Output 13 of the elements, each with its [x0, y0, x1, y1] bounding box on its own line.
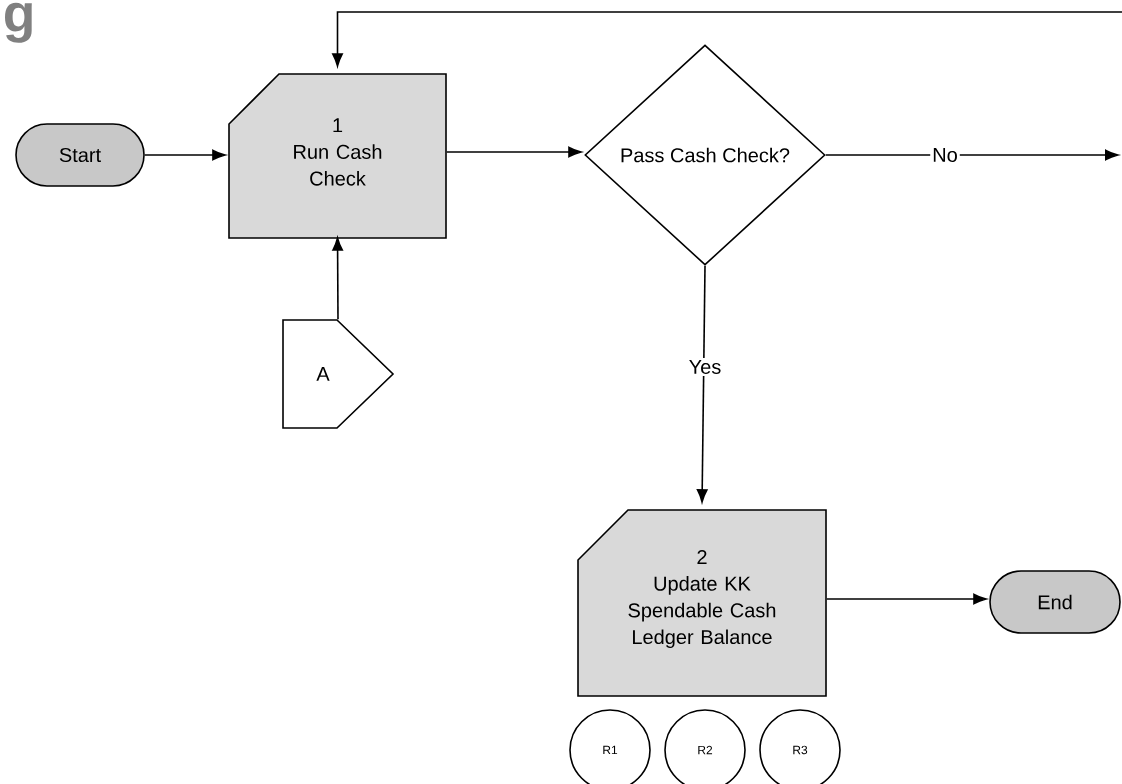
edge-label: No [930, 146, 960, 164]
edge-label: Yes [686, 358, 724, 376]
off-page-connector: A [282, 319, 395, 429]
heading-fragment: g [5, 2, 32, 43]
terminal-oval: End [989, 570, 1121, 634]
arrow [446, 146, 582, 158]
process-box: 2 Update KK Spendable Cash Ledger Balance [577, 509, 827, 697]
arrow [826, 593, 987, 605]
process-box: 1 Run Cash Check [228, 73, 447, 239]
arrow [144, 149, 226, 161]
arrow [332, 11, 1122, 67]
arrow [332, 237, 343, 320]
arrow [696, 265, 708, 503]
